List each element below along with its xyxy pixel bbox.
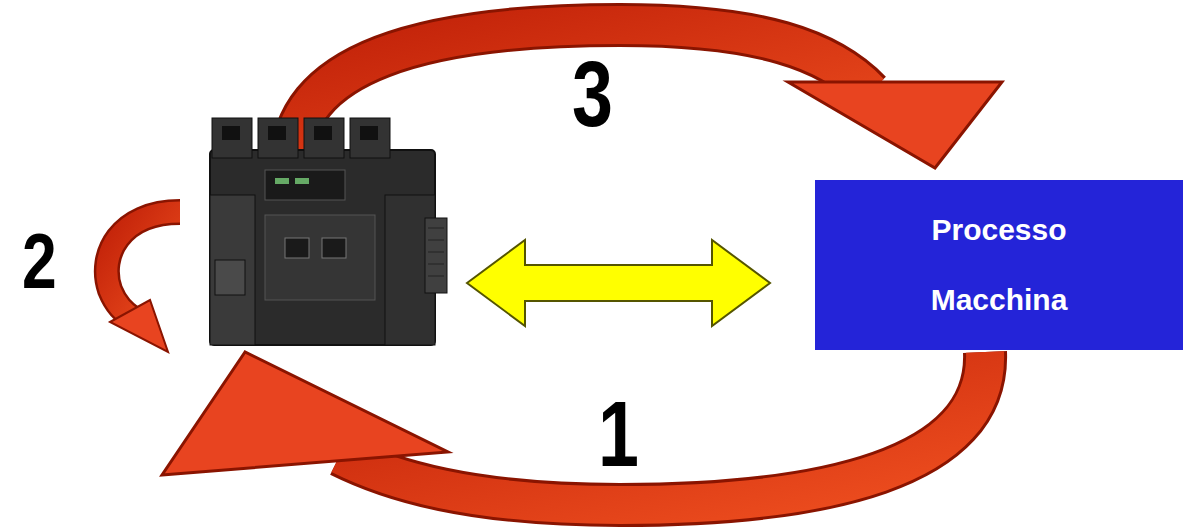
callout-number: 1	[598, 388, 639, 480]
cycle-arrow	[162, 352, 985, 505]
box-label: Processo Macchina	[899, 195, 1099, 335]
cycle-arrow	[107, 212, 180, 352]
plc-device	[210, 118, 447, 345]
callout-number: 2	[22, 222, 57, 300]
callout-number: 3	[572, 48, 613, 140]
exchange-arrow	[467, 240, 770, 326]
process-box: Processo Macchina	[815, 180, 1183, 350]
